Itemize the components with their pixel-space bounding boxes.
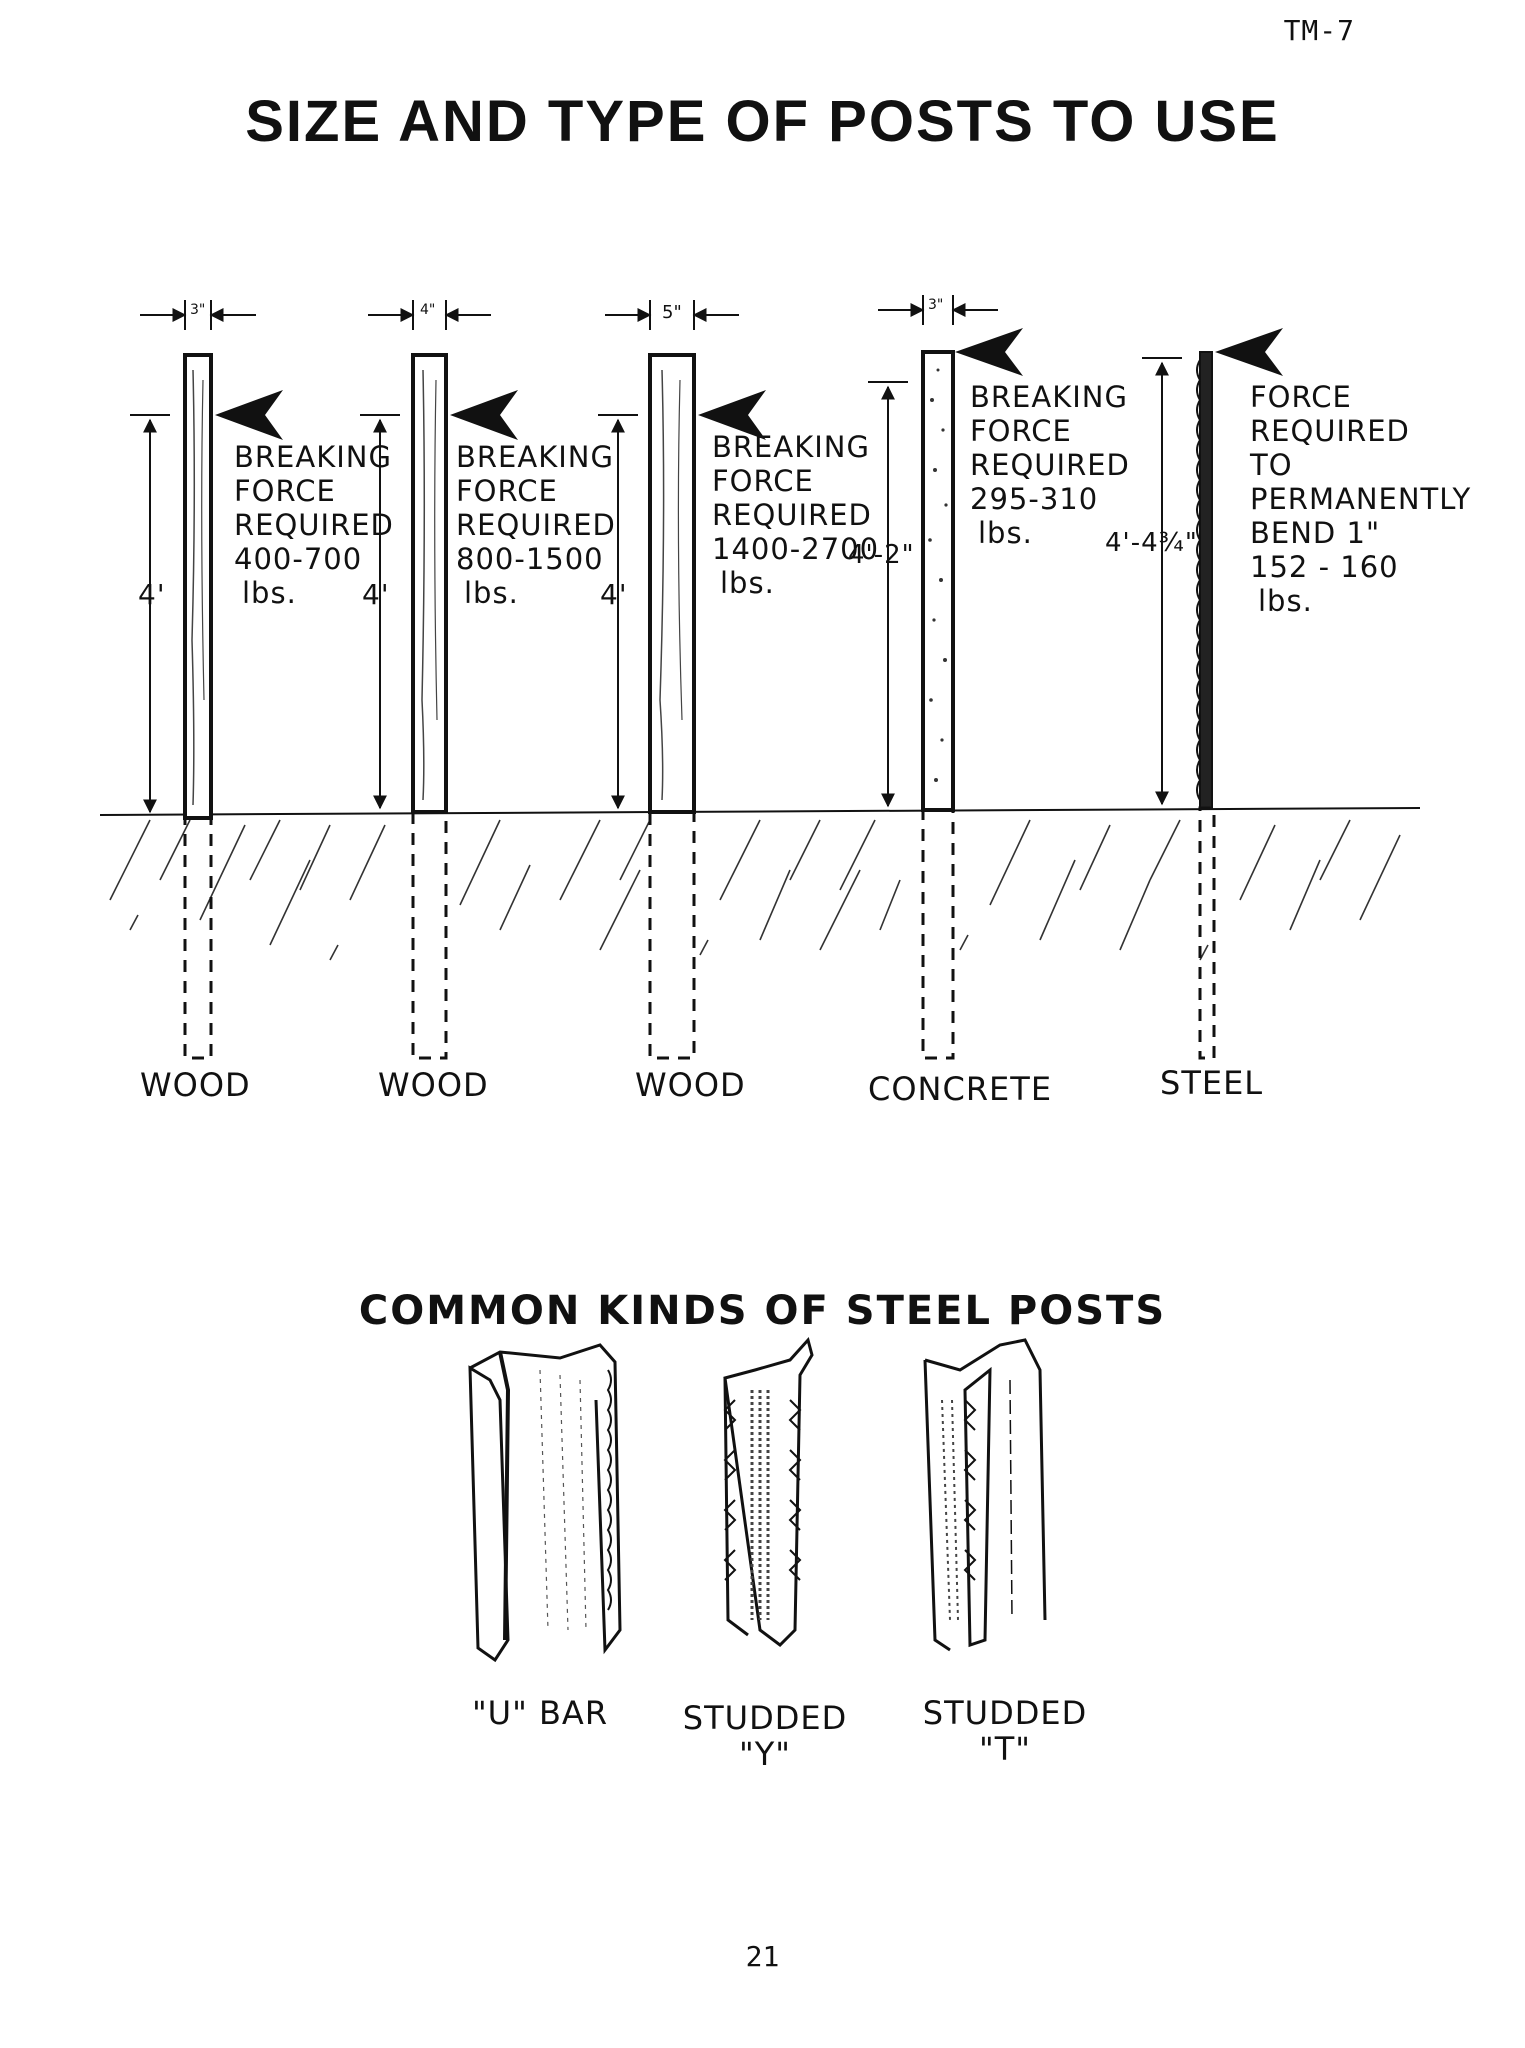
post-1-material: WOOD xyxy=(140,1066,251,1104)
post-1-width: 3" xyxy=(190,302,206,318)
ground-line xyxy=(99,807,1421,816)
u-bar-post xyxy=(468,1343,622,1663)
post-3-material: WOOD xyxy=(635,1066,746,1104)
force-arrow-icon xyxy=(955,328,1023,376)
force-arrow-icon xyxy=(1215,328,1283,376)
wood-post-3 xyxy=(648,353,766,1060)
page-title: SIZE AND TYPE OF POSTS TO USE xyxy=(245,89,1280,154)
page-number: 21 xyxy=(745,1940,780,1973)
post-5-material: STEEL xyxy=(1160,1064,1264,1102)
studded-y-caption: STUDDED "Y" xyxy=(682,1699,848,1773)
concrete-post xyxy=(921,328,1023,1060)
force-arrow-icon xyxy=(450,390,518,440)
studded-t-caption: STUDDED "T" xyxy=(922,1694,1088,1768)
post-2-material: WOOD xyxy=(378,1066,489,1104)
post-3-width: 5" xyxy=(662,302,682,323)
post-2-width: 4" xyxy=(420,302,436,318)
studded-t-post xyxy=(923,1338,1047,1652)
posts-illustration xyxy=(99,295,1421,1060)
u-bar-caption: "U" BAR xyxy=(471,1694,609,1732)
steel-post xyxy=(1196,328,1283,1060)
width-dimensions xyxy=(140,295,998,330)
studded-y-post xyxy=(723,1336,814,1647)
document-code: TM-7 xyxy=(1283,14,1355,47)
post-4-material: CONCRETE xyxy=(868,1070,1053,1108)
post-2-height: 4' xyxy=(362,578,390,611)
wood-post-1 xyxy=(183,353,283,1060)
post-3-height: 4' xyxy=(600,578,628,611)
post-1-height: 4' xyxy=(138,578,166,611)
force-arrow-icon xyxy=(698,390,766,440)
post-4-height: 4'-2" xyxy=(848,540,915,570)
soil-hatching xyxy=(109,819,1401,961)
force-arrow-icon xyxy=(215,390,283,440)
post-4-width: 3" xyxy=(928,297,944,313)
height-dimensions xyxy=(130,357,1182,814)
steel-posts-title: COMMON KINDS OF STEEL POSTS xyxy=(358,1288,1167,1334)
post-5-height: 4'-4¾" xyxy=(1105,528,1198,558)
wood-post-2 xyxy=(411,353,518,1060)
